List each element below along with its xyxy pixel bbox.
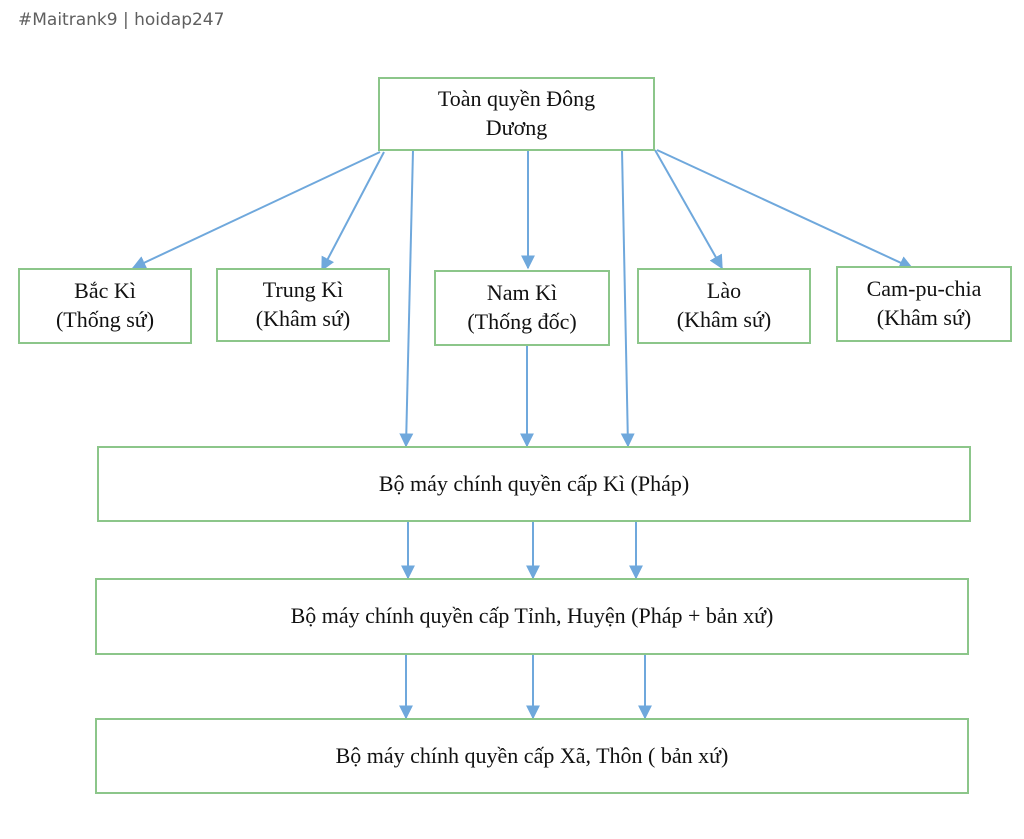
region-title: (Khâm sứ): [676, 307, 772, 332]
region-name: Lào: [706, 278, 742, 304]
level-box-tinh-huyen: Bộ máy chính quyền cấp Tỉnh, Huyện (Pháp…: [95, 578, 969, 655]
region-name: Bắc Kì: [74, 278, 136, 304]
arrow-root-to-level-ki-right: [620, 149, 635, 448]
arrow-root-to-lao: [654, 149, 723, 270]
level-label: Bộ máy chính quyền cấp Kì (Pháp): [378, 470, 690, 496]
region-title: (Khâm sứ): [876, 305, 972, 330]
region-title: (Thống đốc): [467, 309, 577, 334]
region-box-trung-ki: Trung Kì (Khâm sứ): [216, 268, 390, 342]
region-box-nam-ki: Nam Kì (Thống đốc): [434, 270, 610, 346]
arrow-root-to-cam-pu-chia: [656, 149, 914, 270]
region-name: Trung Kì: [262, 277, 344, 303]
root-line2: Dương: [485, 115, 548, 140]
region-name: Cam-pu-chia: [866, 276, 982, 302]
region-title: (Thống sứ): [55, 307, 155, 332]
region-box-cam-pu-chia: Cam-pu-chia (Khâm sứ): [836, 266, 1012, 342]
region-box-lao: Lào (Khâm sứ): [637, 268, 811, 344]
arrow-root-to-level-ki-left: [399, 149, 414, 448]
root-line1: Toàn quyền Đông: [437, 86, 596, 112]
level-label: Bộ máy chính quyền cấp Xã, Thôn ( bản xứ…: [335, 742, 729, 768]
root-box-toan-quyen: Toàn quyền Đông Dương: [378, 77, 655, 151]
region-name: Nam Kì: [486, 280, 558, 306]
level-label: Bộ máy chính quyền cấp Tỉnh, Huyện (Pháp…: [290, 603, 774, 629]
arrow-root-to-bac-ki: [131, 151, 381, 269]
level-box-xa-thon: Bộ máy chính quyền cấp Xã, Thôn ( bản xứ…: [95, 718, 969, 794]
region-box-bac-ki: Bắc Kì (Thống sứ): [18, 268, 192, 344]
arrow-root-to-trung-ki: [321, 151, 385, 272]
region-title: (Khâm sứ): [255, 306, 351, 331]
watermark-header: #Maitrank9 | hoidap247: [18, 10, 225, 30]
level-box-ki: Bộ máy chính quyền cấp Kì (Pháp): [97, 446, 971, 522]
